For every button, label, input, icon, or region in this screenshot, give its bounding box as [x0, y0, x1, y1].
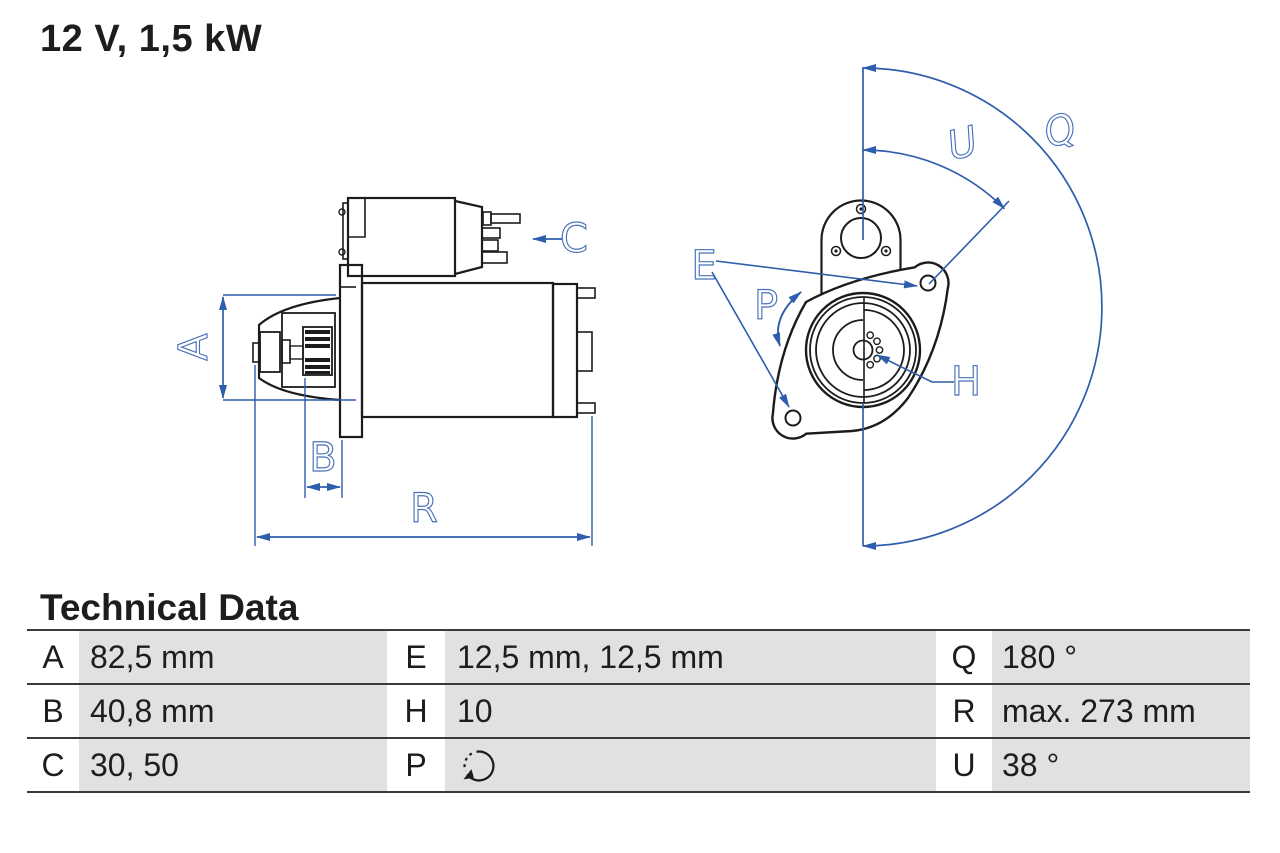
spec-key: Q [936, 631, 992, 683]
spec-value: 38 ° [992, 739, 1250, 791]
spec-value: 30, 50 [79, 739, 387, 791]
rotation-direction-icon [463, 750, 495, 782]
spec-key: H [387, 685, 445, 737]
table-row: B 40,8 mm H 10 R max. 273 mm [27, 685, 1250, 739]
spec-key: C [27, 739, 79, 791]
end-boss [576, 331, 593, 372]
spec-value: 40,8 mm [79, 685, 387, 737]
dimension-label-b: B [309, 435, 336, 481]
spec-key: U [936, 739, 992, 791]
spline-teeth [866, 331, 884, 369]
dim-q-arc [862, 64, 1103, 550]
bracket-dome [820, 199, 902, 241]
motor-body [360, 281, 555, 419]
end-tab-bottom [576, 402, 596, 414]
terminal-spade-1 [481, 227, 501, 239]
motor-end-cap [551, 282, 579, 419]
solenoid-bracket [342, 202, 349, 260]
spec-value: 10 [445, 685, 936, 737]
bracket-small-holes [830, 203, 892, 257]
technical-data-table: A 82,5 mm E 12,5 mm, 12,5 mm Q 180 ° B 4… [27, 629, 1250, 793]
spec-value: 180 ° [992, 631, 1250, 683]
dim-u-arc [862, 146, 1006, 210]
drive-end-housing [257, 296, 341, 402]
solenoid-cap-line [348, 198, 366, 238]
bracket-pin-bottom [338, 248, 346, 256]
spec-key: P [387, 739, 445, 791]
pinion-gear [302, 326, 333, 376]
spec-key: B [27, 685, 79, 737]
end-tab-top [576, 287, 596, 299]
spec-key: R [936, 685, 992, 737]
center-boss [804, 291, 922, 409]
spec-value: 12,5 mm, 12,5 mm [445, 631, 936, 683]
dimension-label-u: U [943, 118, 983, 170]
spec-key: E [387, 631, 445, 683]
dimension-label-c: C [560, 216, 588, 262]
bracket-center-hole [840, 217, 882, 259]
terminal-spade-2 [481, 239, 499, 252]
mount-hole-top-right [919, 274, 937, 292]
mount-hole-bottom-left [784, 409, 802, 427]
dimension-label-a: A [171, 333, 217, 361]
side-view-dimensions: A B R C [170, 215, 593, 546]
table-row: C 30, 50 P U 38 ° [27, 739, 1250, 793]
solenoid-end-taper [454, 199, 484, 276]
dim-e-leader-2 [711, 271, 790, 408]
spec-value: 82,5 mm [79, 631, 387, 683]
mounting-flange [338, 263, 364, 439]
terminal-stud [490, 213, 521, 224]
terminal-spade-3 [481, 251, 508, 264]
terminal-stud-base [482, 211, 492, 226]
section-heading: Technical Data [40, 587, 299, 628]
dim-e-leader-1 [715, 260, 918, 289]
flange-outline [771, 261, 950, 440]
hole-angle-line [928, 200, 1010, 285]
front-view-dimensions: Q U E P H [691, 64, 1103, 550]
dimension-label-h: H [951, 359, 981, 405]
table-row: A 82,5 mm E 12,5 mm, 12,5 mm Q 180 ° [27, 631, 1250, 685]
drive-collar [259, 331, 281, 373]
spec-value: max. 273 mm [992, 685, 1250, 737]
shaft-spacer [281, 339, 291, 364]
page-title: 12 V, 1,5 kW [40, 18, 263, 60]
bracket-pin-top [338, 208, 346, 216]
shaft-segment [289, 345, 304, 360]
dimension-label-p: P [754, 283, 778, 329]
front-view-drawing [771, 199, 950, 440]
rotation-direction-arrow [772, 291, 802, 347]
dimension-label-e: E [691, 243, 716, 289]
dim-h-leader [876, 354, 954, 383]
side-view-drawing [252, 196, 596, 439]
spec-key: A [27, 631, 79, 683]
technical-drawing: A B R C [170, 64, 1103, 550]
spec-value-icon-cell [445, 739, 936, 791]
dimension-label-r: R [410, 486, 438, 532]
